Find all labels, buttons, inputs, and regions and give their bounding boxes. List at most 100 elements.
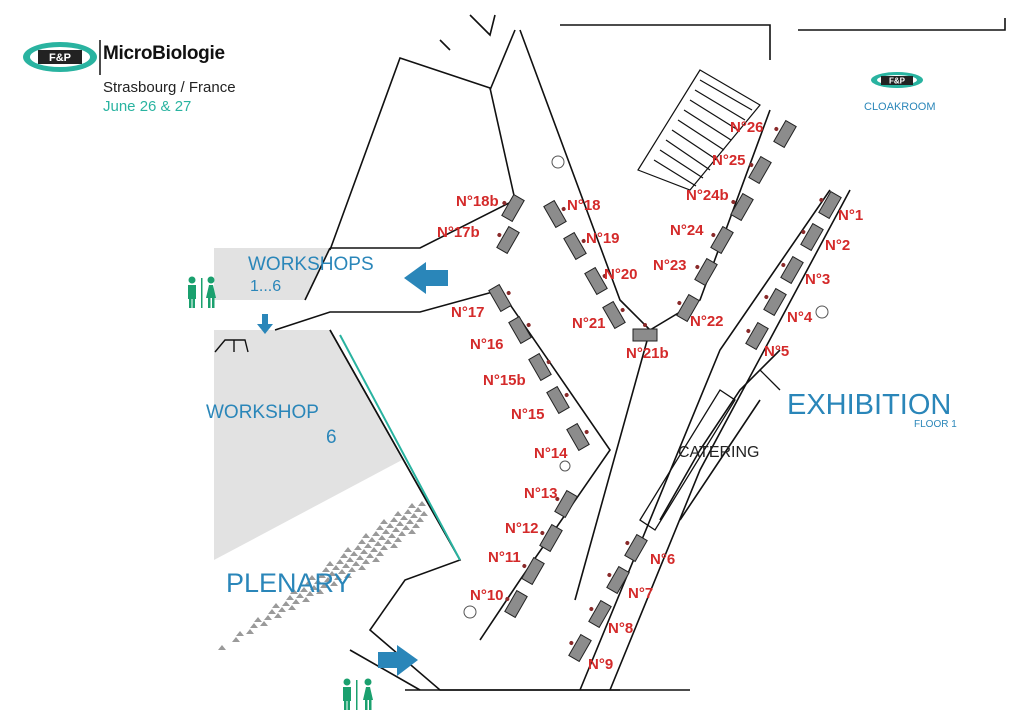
stand-label[interactable]: N°7 — [628, 585, 654, 602]
stand-label[interactable]: N°26 — [730, 119, 764, 136]
stand-table — [632, 323, 658, 342]
seat — [358, 539, 366, 544]
seat — [260, 621, 268, 626]
seat — [318, 573, 326, 578]
seat — [254, 617, 262, 622]
stand-label[interactable]: N°18b — [456, 193, 499, 210]
stand-table — [563, 231, 587, 261]
stand-table — [508, 315, 532, 345]
stand-label[interactable]: N°17b — [437, 224, 480, 241]
seat — [334, 575, 342, 580]
stand-label[interactable]: N°11 — [488, 549, 521, 566]
stand-label[interactable]: N°24 — [670, 222, 704, 239]
stand-label[interactable]: N°19 — [586, 230, 620, 247]
exhibition-floor: FLOOR 1 — [914, 419, 957, 430]
stand-table — [521, 556, 545, 586]
catering-counter — [639, 369, 781, 531]
stand-table — [818, 190, 842, 220]
entrance-door — [214, 339, 249, 353]
stand-label[interactable]: N°3 — [805, 271, 831, 288]
stand-table — [539, 523, 563, 553]
seat — [314, 579, 322, 584]
seat — [400, 515, 408, 520]
stand-label[interactable]: N°14 — [534, 445, 568, 462]
workshop6-zone — [214, 330, 402, 560]
workshops-range: 1...6 — [250, 278, 282, 295]
seat — [354, 545, 362, 550]
logo-icon: F&P — [871, 72, 923, 88]
seat — [328, 571, 336, 576]
stand-label[interactable]: N°6 — [650, 551, 676, 568]
snowflake-icon — [463, 155, 829, 619]
seat — [310, 585, 318, 590]
location-text: Strasbourg / France — [103, 79, 236, 96]
stand-label[interactable]: N°18 — [567, 197, 601, 214]
seat — [378, 535, 386, 540]
stand-label[interactable]: N°16 — [470, 336, 504, 353]
seat — [362, 559, 370, 564]
stand-table — [694, 257, 718, 287]
stand-label[interactable]: N°8 — [608, 620, 634, 637]
stand-label[interactable]: N°12 — [505, 520, 539, 537]
stand-label[interactable]: N°1 — [838, 207, 864, 224]
stand-label[interactable]: N°5 — [764, 343, 790, 360]
event-dates: June 26 & 27 — [103, 98, 192, 115]
seat — [308, 575, 316, 580]
restroom-icon — [188, 276, 216, 308]
stand-table — [488, 283, 512, 313]
seat — [320, 583, 328, 588]
stand-table — [745, 321, 769, 351]
stand-table — [588, 599, 612, 629]
stand-table — [606, 565, 630, 595]
seat — [264, 615, 272, 620]
seat — [396, 521, 404, 526]
stand-label[interactable]: N°23 — [653, 257, 687, 274]
stand-label[interactable]: N°10 — [470, 587, 504, 604]
seat — [392, 527, 400, 532]
stand-label[interactable]: N°24b — [686, 187, 729, 204]
seat — [348, 567, 356, 572]
stand-label[interactable]: N°17 — [451, 304, 485, 321]
stand-table — [748, 155, 772, 185]
seat — [416, 517, 424, 522]
seat — [292, 599, 300, 604]
seat — [272, 603, 280, 608]
seat — [382, 529, 390, 534]
workshop6-label: WORKSHOP — [206, 402, 319, 423]
stand-table — [730, 192, 754, 222]
seat — [316, 589, 324, 594]
seat — [250, 623, 258, 628]
seat — [350, 551, 358, 556]
stand-label[interactable]: N°9 — [588, 656, 614, 673]
stand-table — [800, 222, 824, 252]
seat — [370, 547, 378, 552]
seat — [290, 589, 298, 594]
seat — [372, 531, 380, 536]
stand-label[interactable]: N°21b — [626, 345, 669, 362]
stand-label[interactable]: N°15b — [483, 372, 526, 389]
seat — [218, 645, 226, 650]
stand-label[interactable]: N°13 — [524, 485, 558, 502]
seat — [296, 593, 304, 598]
stand-label[interactable]: N°21 — [572, 315, 606, 332]
seat — [232, 637, 240, 642]
stand-label[interactable]: N°22 — [690, 313, 724, 330]
seat — [332, 565, 340, 570]
seat — [394, 511, 402, 516]
stand-table — [773, 119, 797, 149]
seat — [236, 631, 244, 636]
seat — [322, 567, 330, 572]
seat — [344, 547, 352, 552]
stand-label[interactable]: N°4 — [787, 309, 813, 326]
stand-label[interactable]: N°25 — [712, 152, 746, 169]
seat — [286, 595, 294, 600]
catering-label: CATERING — [678, 444, 760, 461]
logo-icon: F&P — [23, 40, 101, 75]
seat — [398, 531, 406, 536]
seat — [338, 569, 346, 574]
seat — [420, 511, 428, 516]
stand-label[interactable]: N°20 — [604, 266, 638, 283]
stand-label[interactable]: N°15 — [511, 406, 545, 423]
stand-label[interactable]: N°2 — [825, 237, 851, 254]
seat — [268, 609, 276, 614]
